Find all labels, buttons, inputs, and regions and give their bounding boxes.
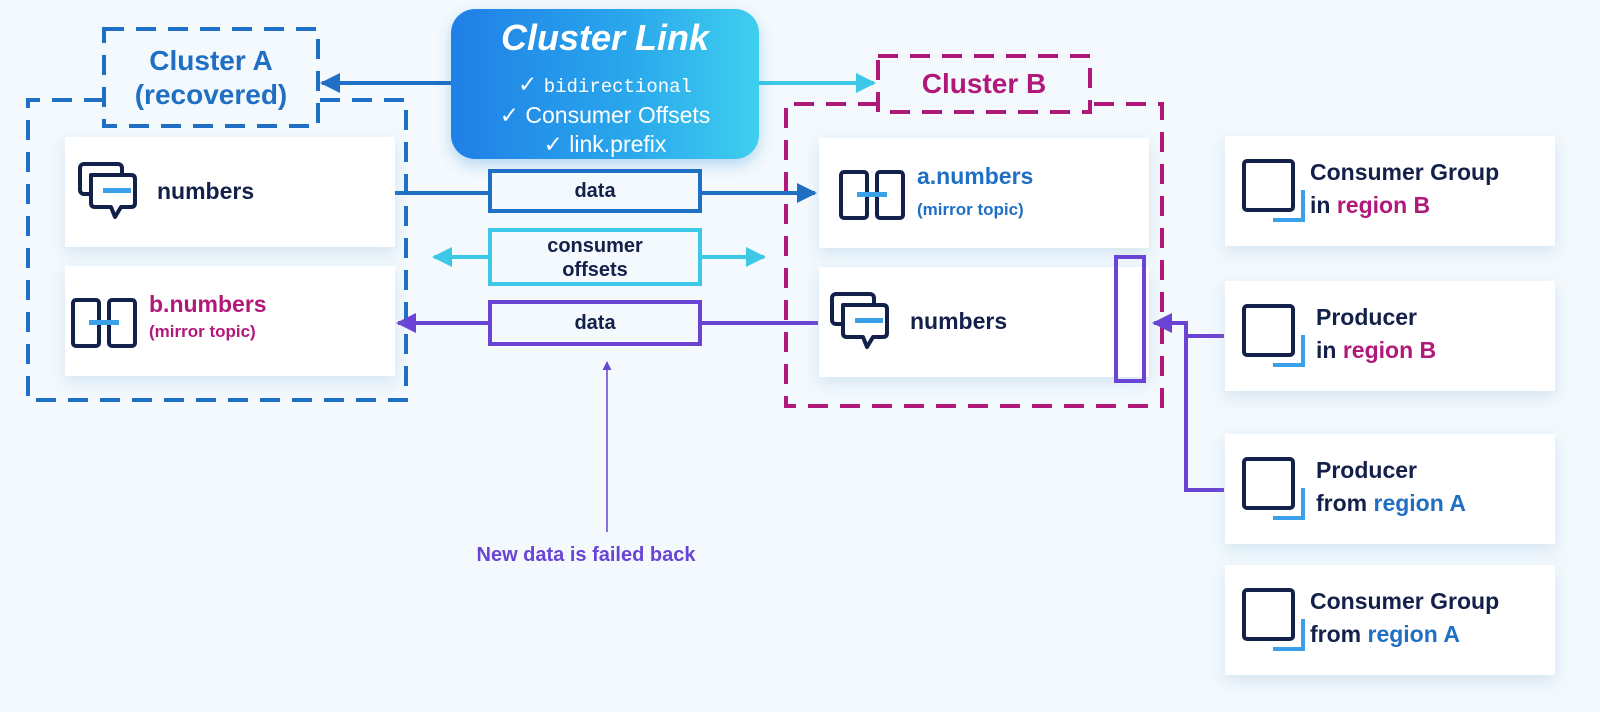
cluster-a-label-frame — [102, 27, 320, 128]
chat-bubbles-icon — [78, 162, 137, 219]
topic-name: a.numbers — [917, 163, 1034, 189]
mirror-topic-icon — [71, 298, 137, 348]
cluster-b-label-frame — [876, 54, 1092, 114]
cluster-a-topic-b-numbers[interactable]: b.numbers (mirror topic) — [65, 266, 395, 376]
cluster-b-topic-numbers[interactable]: numbers — [819, 255, 1149, 383]
cluster-b-title: Cluster B — [921, 68, 1047, 99]
cluster-b-boundary — [784, 102, 1164, 408]
client-consumer-group-region-b[interactable]: Consumer Group in region B — [1225, 136, 1555, 246]
client-producer-region-a[interactable]: Producer from region A — [1225, 434, 1555, 544]
cluster-a-boundary — [26, 98, 408, 402]
client-label: Consumer Group in region B — [1310, 159, 1500, 218]
topic-subtitle: (mirror topic) — [917, 200, 1024, 219]
client-consumer-group-region-a[interactable]: Consumer Group from region A — [1225, 565, 1555, 675]
application-icon — [1242, 159, 1305, 222]
application-icon — [1242, 304, 1305, 367]
client-producer-region-b[interactable]: Producer in region B — [1225, 281, 1555, 391]
link-feature-bidirectional: ✓ bidirectional — [518, 71, 692, 98]
link-feature-consumer-offsets: ✓ Consumer Offsets — [499, 102, 711, 128]
cluster-link-box: Cluster Link ✓ bidirectional ✓ Consumer … — [451, 9, 759, 159]
application-icon — [1242, 588, 1305, 651]
consumer-offsets-tag: consumer offsets — [488, 228, 702, 286]
application-icon — [1242, 457, 1305, 520]
chat-bubbles-icon — [830, 292, 889, 349]
cluster-link-title: Cluster Link — [500, 17, 710, 58]
cluster-a-title: Cluster A (recovered) — [134, 45, 288, 110]
topic-subtitle: (mirror topic) — [149, 322, 256, 341]
failback-annotation: New data is failed back — [476, 544, 696, 566]
client-label: Producer in region B — [1316, 304, 1437, 363]
new-data-segment — [1114, 255, 1146, 383]
link-feature-link-prefix: ✓ link.prefix — [543, 131, 667, 157]
topic-name: b.numbers — [149, 291, 267, 317]
data-tag-a-to-b: data — [488, 169, 702, 213]
topic-name: numbers — [157, 178, 255, 204]
client-label: Producer from region A — [1316, 457, 1466, 516]
mirror-topic-icon — [839, 170, 905, 220]
producer-region-a-connector — [1152, 313, 1224, 492]
producer-region-b-connector — [1184, 323, 1224, 338]
topic-name: numbers — [910, 308, 1008, 334]
client-label: Consumer Group from region A — [1310, 588, 1500, 647]
cluster-b-topic-a-numbers[interactable]: a.numbers (mirror topic) — [819, 138, 1149, 248]
cluster-a-topic-numbers[interactable]: numbers — [65, 137, 395, 247]
data-tag-b-to-a: data — [488, 300, 702, 346]
